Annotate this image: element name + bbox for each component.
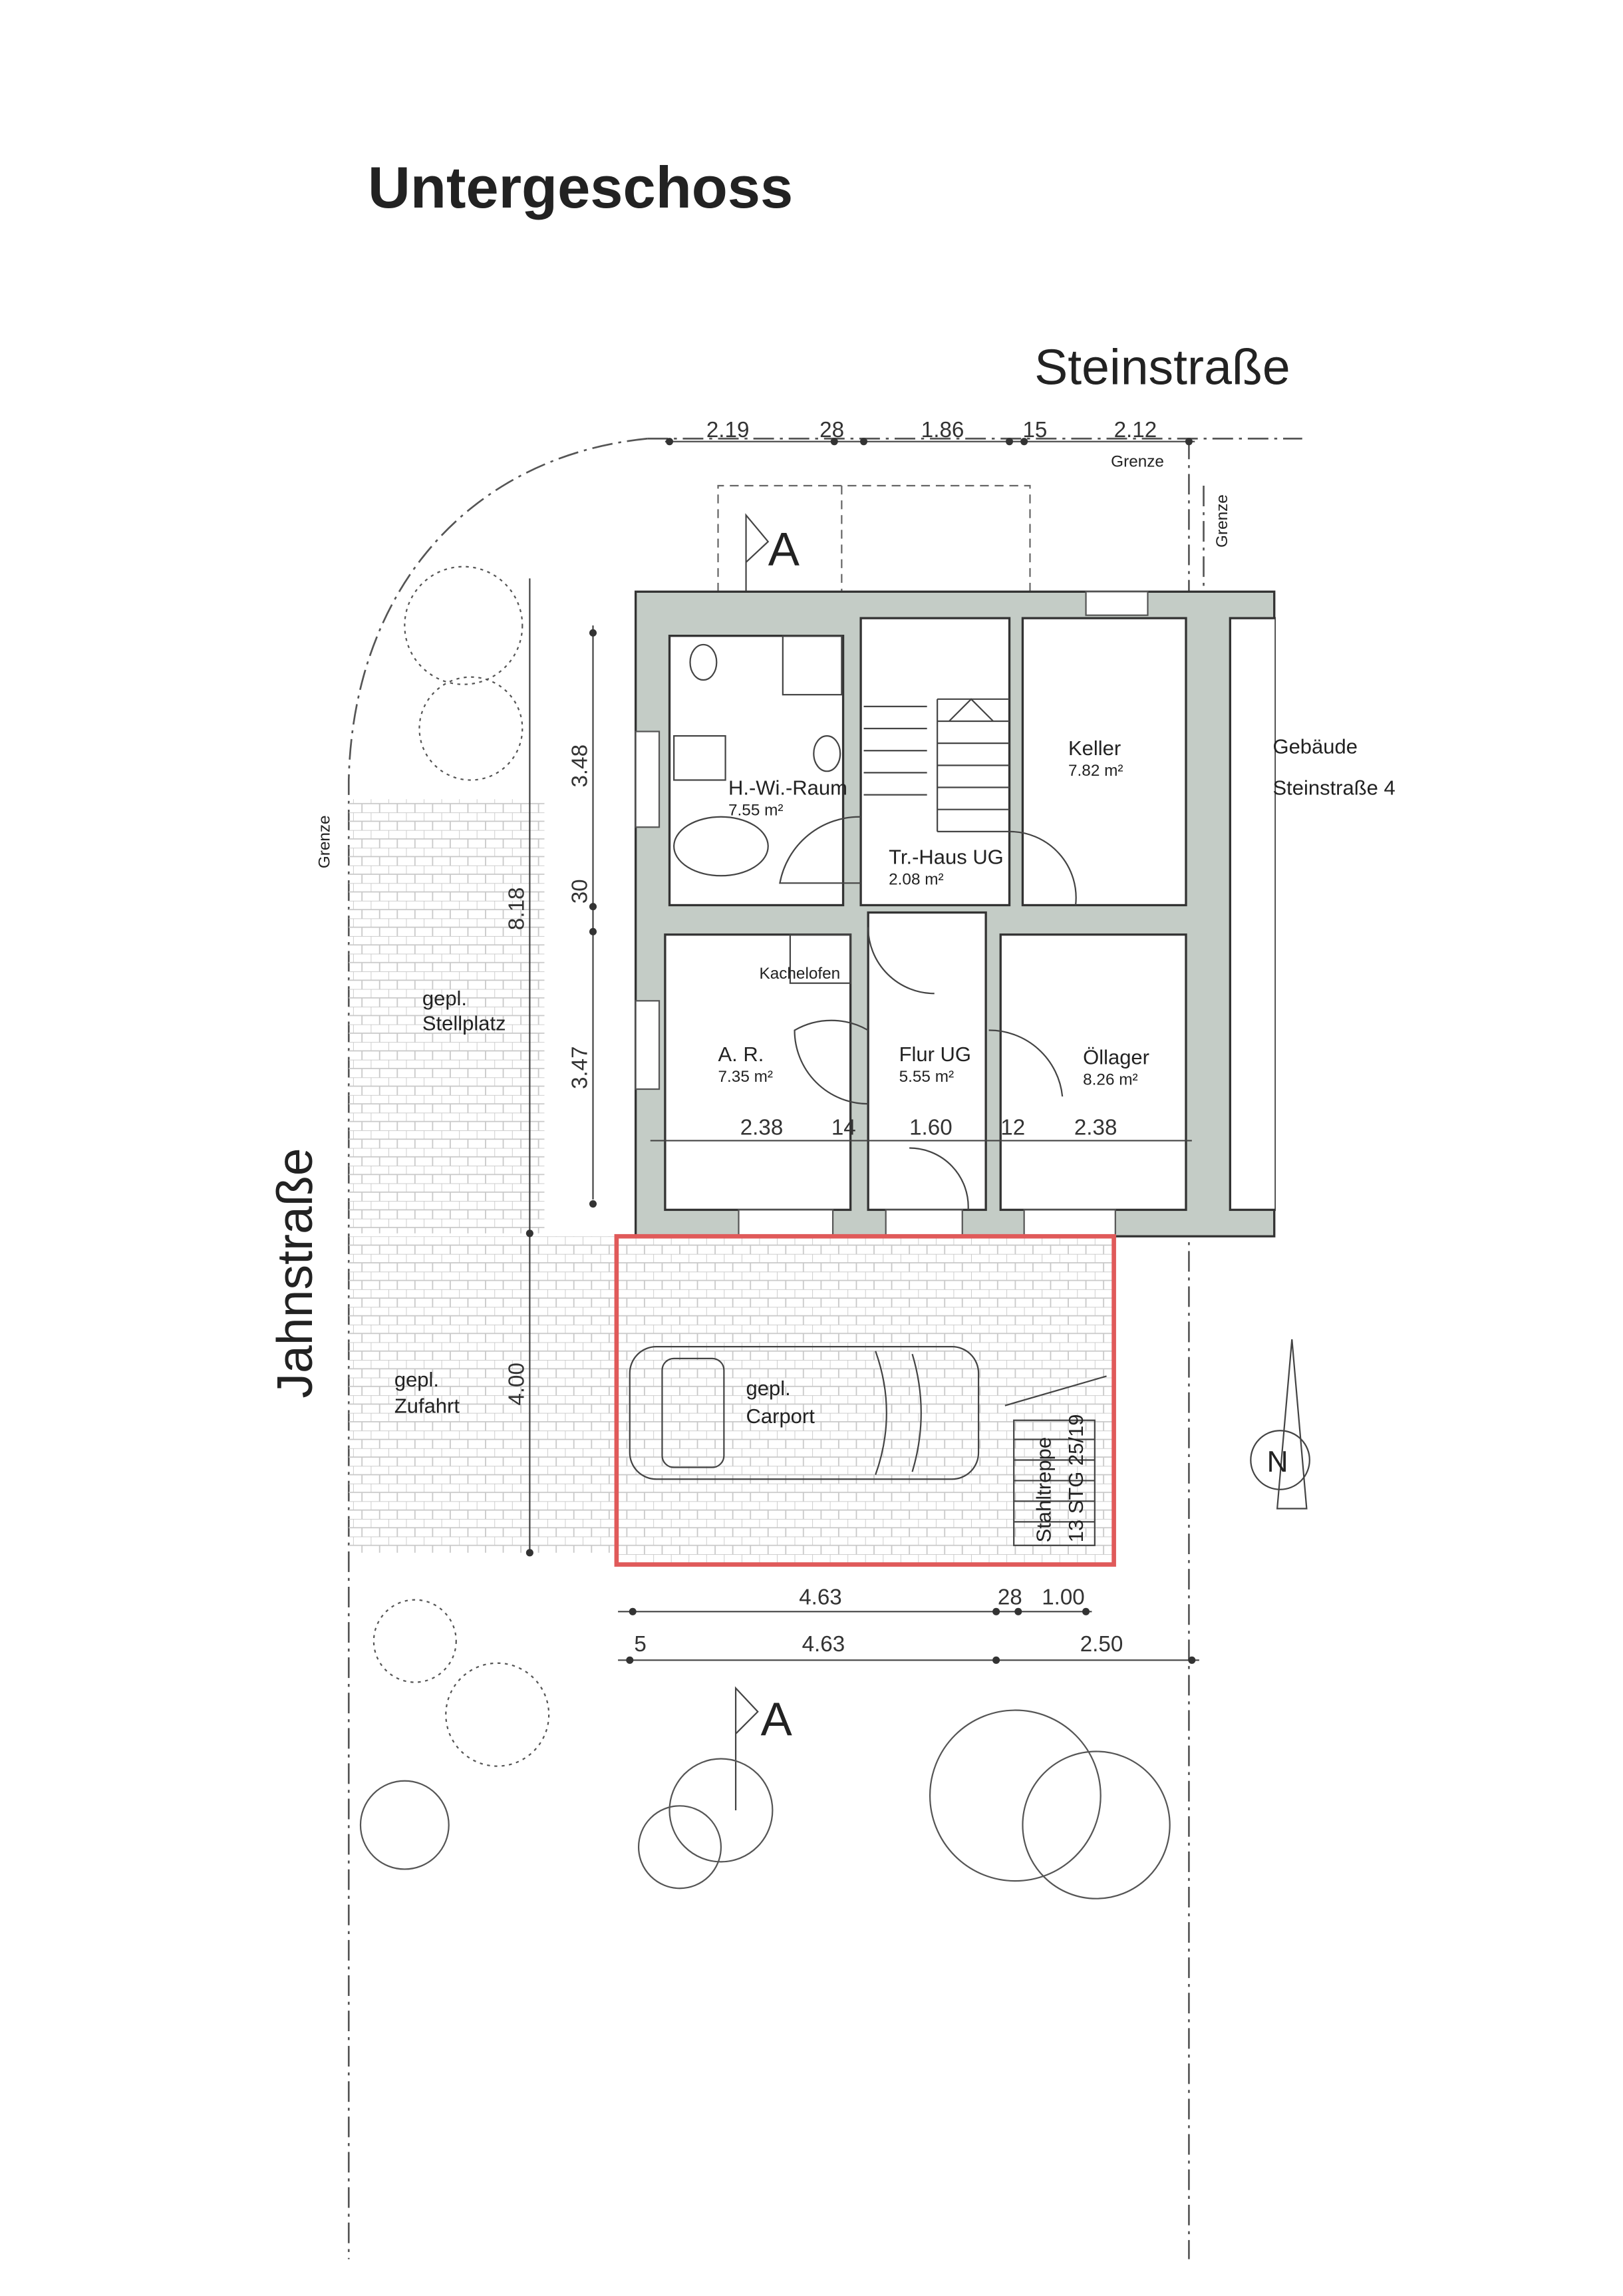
parking-area <box>349 799 545 1233</box>
section-marker-top: A <box>768 522 800 575</box>
stair-label-1: Stahltreppe <box>1032 1437 1055 1542</box>
room-name-oellager: Öllager <box>1083 1045 1149 1068</box>
carport-area <box>616 1236 1114 1565</box>
room-flur <box>867 911 987 1212</box>
room-area-hwi: 7.55 m² <box>728 802 783 820</box>
stair-label-2: 13 STG 25/19 <box>1064 1414 1088 1543</box>
dim-int-5: 2.38 <box>1074 1116 1117 1140</box>
car-icon <box>629 1346 980 1480</box>
dim-bottom2-2: 4.63 <box>802 1632 845 1657</box>
dim-bottom2-3: 2.50 <box>1080 1632 1123 1657</box>
dim-left-outer-1: 8.18 <box>505 888 529 931</box>
room-area-ar: 7.35 m² <box>718 1068 773 1086</box>
parking-label-2: Stellplatz <box>422 1012 506 1035</box>
dimension-line-top <box>664 438 1195 446</box>
neighbor-label-2: Steinstraße 4 <box>1273 776 1396 800</box>
street-label-left: Jahnstraße <box>267 1148 323 1398</box>
driveway-area <box>349 1236 617 1553</box>
room-oellager <box>999 933 1187 1212</box>
dim-int-2: 14 <box>831 1116 856 1140</box>
carport-label-1: gepl. <box>746 1377 791 1400</box>
room-ar <box>664 933 852 1212</box>
dim-bottom1-2: 28 <box>998 1585 1022 1609</box>
room-area-oellager: 8.26 m² <box>1083 1070 1137 1088</box>
dimension-lines-left <box>525 578 597 1557</box>
room-name-hwi: H.-Wi.-Raum <box>728 776 847 800</box>
driveway-label-1: gepl. <box>394 1368 439 1391</box>
carport-outline <box>614 1233 1116 1567</box>
north-arrow-icon: N <box>1250 1339 1310 1510</box>
dim-top-3: 1.86 <box>921 418 964 442</box>
room-stairwell <box>859 617 1011 907</box>
room-keller <box>1021 617 1187 907</box>
room-area-flur: 5.55 m² <box>899 1068 954 1086</box>
door-swings <box>779 816 1077 1210</box>
bathroom-fixtures <box>673 635 843 877</box>
dim-top-4: 15 <box>1022 418 1047 442</box>
stove-label: Kachelofen <box>759 965 840 983</box>
dim-bottom1-3: 1.00 <box>1042 1585 1085 1609</box>
page-title: Untergeschoss <box>368 154 793 220</box>
room-name-ar: A. R. <box>718 1043 764 1066</box>
dim-bottom1-1: 4.63 <box>799 1585 842 1609</box>
dim-top-5: 2.12 <box>1114 418 1157 442</box>
dim-left-outer-2: 4.00 <box>505 1363 529 1406</box>
boundary-label-left: Grenze <box>316 815 334 868</box>
carport-label-2: Carport <box>746 1404 815 1428</box>
street-label-top: Steinstraße <box>1034 339 1290 395</box>
svg-text:N: N <box>1267 1446 1288 1478</box>
dim-top-2: 28 <box>819 418 844 442</box>
stairs-icon <box>863 698 1010 832</box>
dim-left-1: 3.48 <box>568 744 593 788</box>
stove-icon <box>789 933 851 984</box>
room-name-stairwell: Tr.-Haus UG <box>889 846 1004 869</box>
dim-left-2: 30 <box>568 879 593 903</box>
room-hwi <box>668 635 845 907</box>
boundary-label-top: Grenze <box>1111 452 1164 470</box>
dim-int-1: 2.38 <box>740 1116 784 1140</box>
tree-icons <box>359 566 1171 1899</box>
neighbor-label-1: Gebäude <box>1273 735 1358 758</box>
room-area-stairwell: 2.08 m² <box>889 871 943 889</box>
room-area-keller: 7.82 m² <box>1068 762 1123 780</box>
boundary-label-right: Grenze <box>1213 494 1231 548</box>
room-name-flur: Flur UG <box>899 1043 971 1066</box>
section-marker-bottom: A <box>761 1693 793 1745</box>
dim-left-3: 3.47 <box>568 1046 593 1089</box>
driveway-label-2: Zufahrt <box>394 1394 460 1418</box>
dim-bottom2-1: 5 <box>634 1632 646 1657</box>
dim-int-3: 1.60 <box>909 1116 953 1140</box>
room-name-keller: Keller <box>1068 737 1121 760</box>
dimension-lines-bottom <box>618 1607 1199 1664</box>
parking-label-1: gepl. <box>422 987 467 1010</box>
dim-int-4: 12 <box>1000 1116 1025 1140</box>
steel-stair-icon <box>1004 1375 1107 1546</box>
building-walls <box>634 588 1285 1243</box>
dim-top-1: 2.19 <box>706 418 750 442</box>
